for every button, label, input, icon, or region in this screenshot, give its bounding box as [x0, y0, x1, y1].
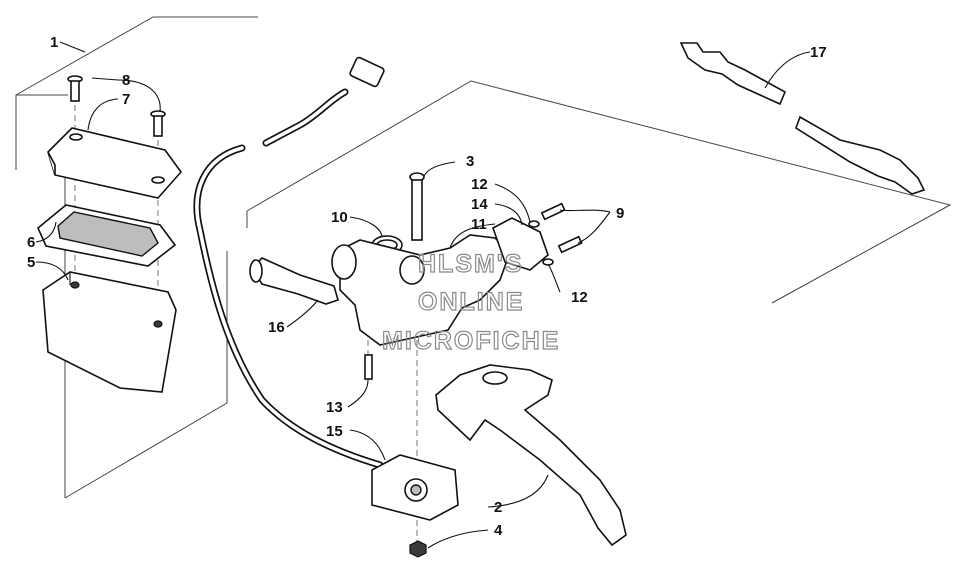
- callout-6: 6: [27, 234, 35, 251]
- throttle-cable-part-17: [679, 42, 926, 195]
- callout-7: 7: [122, 91, 130, 108]
- callout-3: 3: [466, 153, 474, 170]
- watermark-line-3: MICROFICHE: [382, 327, 560, 355]
- wiring-harness: [193, 56, 385, 469]
- leader-lines: [35, 41, 811, 549]
- throttle-block-part-15: [371, 454, 459, 521]
- connector-part-16: [249, 257, 339, 305]
- callout-labels: 1 8 7 6 5 17 3 12 14 11 10 9 12 16 13 15…: [27, 34, 827, 539]
- washer-part-12: [528, 220, 554, 266]
- callout-16: 16: [268, 319, 285, 336]
- callout-17: 17: [810, 44, 827, 61]
- reservoir-body-part-5: [42, 271, 177, 393]
- callout-9: 9: [616, 205, 624, 222]
- diaphragm-part-6: [37, 204, 177, 267]
- callout-14: 14: [471, 196, 488, 213]
- callout-1: 1: [50, 34, 58, 51]
- screw-part-13: [364, 354, 373, 380]
- callout-5: 5: [27, 254, 35, 271]
- screw-part-8-right: [150, 110, 166, 137]
- screw-part-8-left: [67, 75, 83, 102]
- callout-11: 11: [471, 216, 487, 233]
- brake-lever-part-2: [435, 364, 627, 547]
- reservoir-cover-part-7: [47, 127, 183, 199]
- screw-part-9-bottom: [557, 235, 583, 254]
- watermark-line-2: ONLINE: [418, 288, 524, 316]
- callout-8: 8: [122, 72, 130, 89]
- watermark: HLSM'S ONLINE MICROFICHE: [381, 249, 560, 355]
- assembly-frame-right: [246, 80, 952, 304]
- housing-assembly: [331, 217, 549, 346]
- pivot-bolt-part-3: [409, 172, 425, 241]
- callout-12-top: 12: [471, 176, 488, 193]
- callout-15: 15: [326, 423, 343, 440]
- callout-10: 10: [331, 209, 348, 226]
- screw-part-9-top: [540, 202, 566, 221]
- nut-part-4: [409, 540, 427, 558]
- watermark-line-1: HLSM'S: [418, 250, 523, 278]
- callout-12-bottom: 12: [571, 289, 588, 306]
- callout-4: 4: [494, 522, 503, 539]
- callout-13: 13: [326, 399, 343, 416]
- callout-2: 2: [494, 499, 502, 516]
